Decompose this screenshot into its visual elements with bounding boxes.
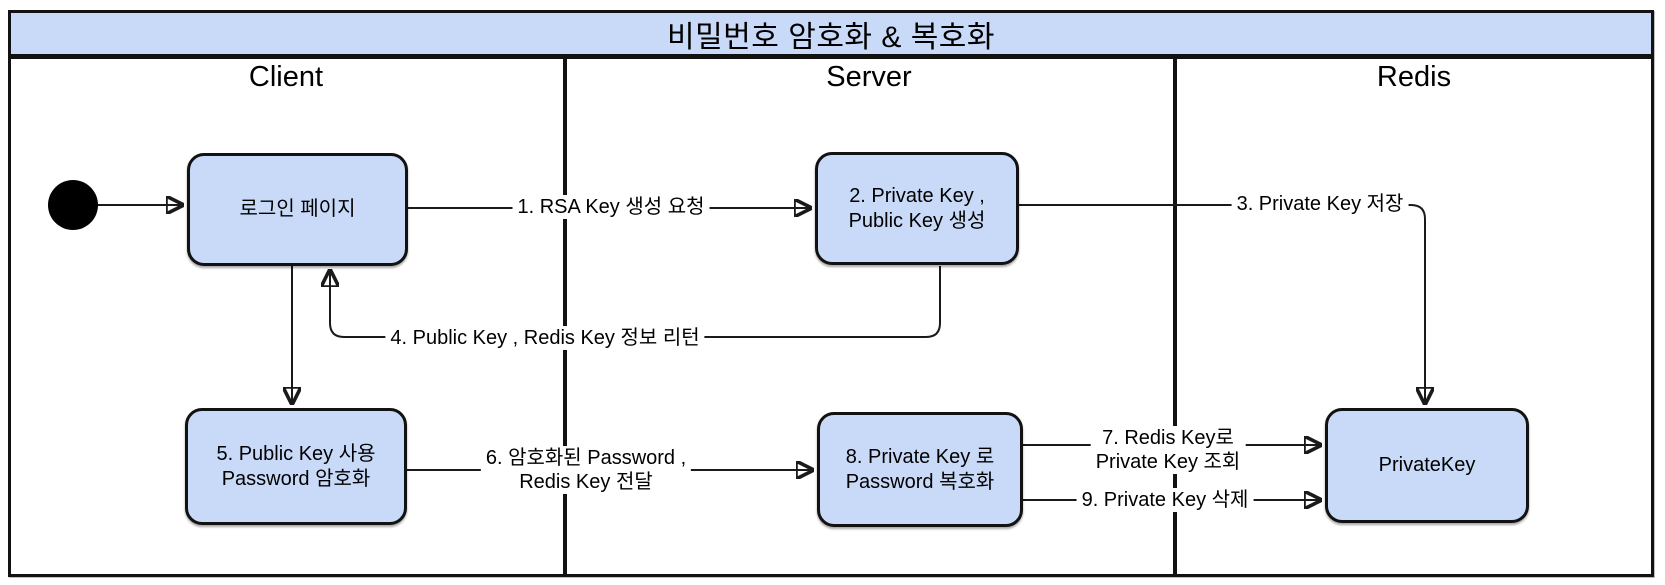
initial-state-icon: [48, 180, 98, 230]
edge-label-4: 4. Public Key , Redis Key 정보 리턴: [385, 326, 705, 350]
node-key-generation: 2. Private Key , Public Key 생성: [815, 152, 1019, 265]
diagram-title: 비밀번호 암호화 & 복호화: [666, 20, 995, 54]
node-private-key: PrivateKey: [1325, 408, 1529, 523]
node-key-generation-line2: Public Key 생성: [848, 209, 986, 232]
node-password-encrypt: 5. Public Key 사용 Password 암호화: [185, 408, 407, 525]
node-password-decrypt: 8. Private Key 로 Password 복호화: [817, 412, 1023, 527]
edge-label-1: 1. RSA Key 생성 요청: [512, 195, 710, 219]
node-private-key-label: PrivateKey: [1378, 454, 1476, 476]
edge-label-7: 7. Redis Key로 Private Key 조회: [1090, 426, 1246, 474]
lane-header-client: Client: [248, 61, 324, 93]
node-password-encrypt-line2: Password 암호화: [221, 467, 371, 490]
swimlane-divider-client-server: [563, 58, 567, 576]
edge-label-3: 3. Private Key 저장: [1231, 192, 1409, 216]
node-password-decrypt-line2: Password 복호화: [845, 470, 995, 493]
edge-label-6: 6. 암호화된 Password , Redis Key 전달: [480, 446, 692, 494]
node-login-page: 로그인 페이지: [187, 153, 408, 266]
edge-label-9: 9. Private Key 삭제: [1076, 488, 1254, 512]
diagram-title-bar: 비밀번호 암호화 & 복호화: [8, 10, 1654, 59]
lane-header-server: Server: [826, 61, 912, 93]
node-login-page-label: 로그인 페이지: [239, 198, 356, 220]
node-password-decrypt-line1: 8. Private Key 로: [845, 445, 995, 468]
node-key-generation-line1: 2. Private Key ,: [849, 184, 985, 207]
node-password-encrypt-line1: 5. Public Key 사용: [216, 442, 376, 465]
lane-header-redis: Redis: [1376, 61, 1452, 93]
